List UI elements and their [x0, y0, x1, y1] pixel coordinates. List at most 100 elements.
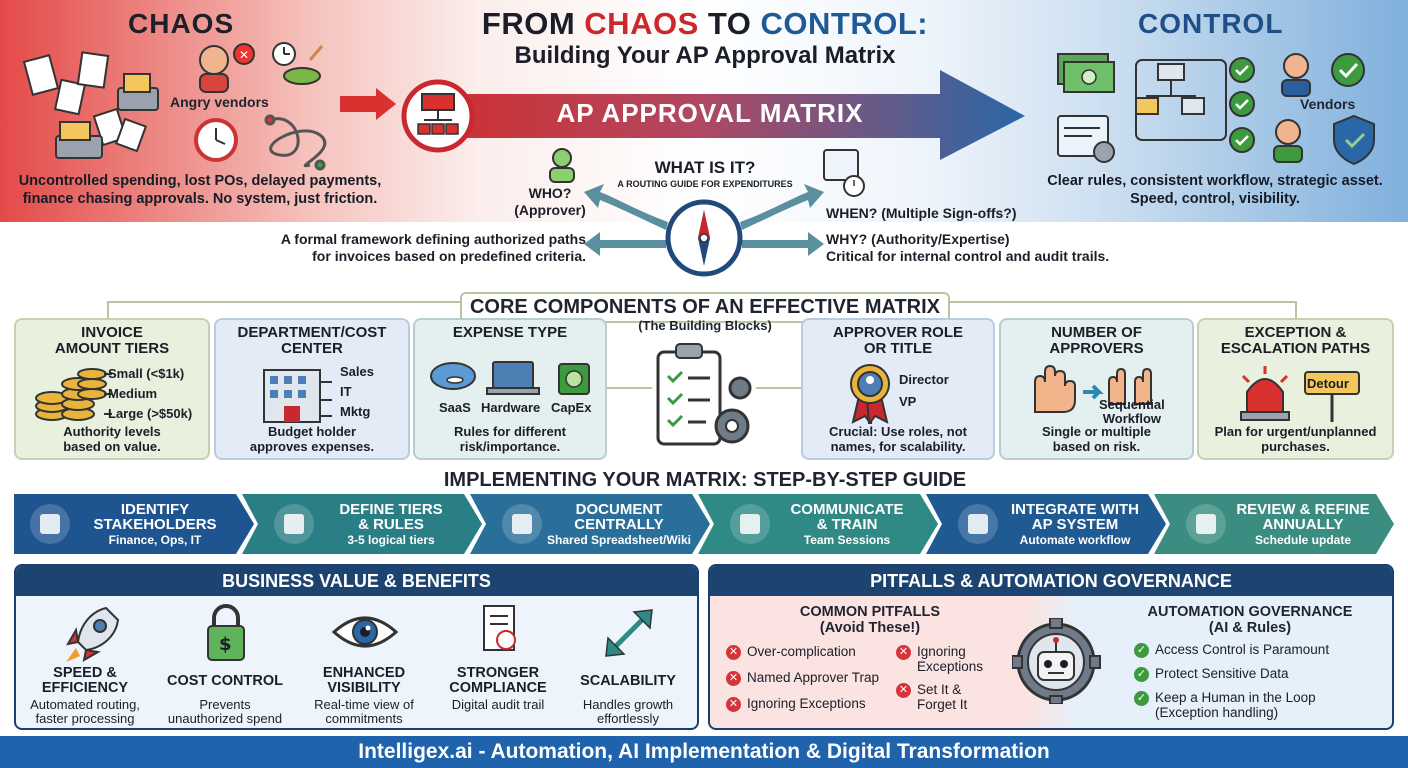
card-title: EXCEPTION &ESCALATION PATHS: [1220, 324, 1371, 357]
workflow-clock-icon: [823, 149, 865, 197]
chip-icon: [558, 363, 590, 395]
check-circle-icon: ✓: [1134, 666, 1149, 682]
expand-arrow-icon: [605, 609, 653, 657]
monitor-icon-glyph: [968, 514, 988, 534]
benefits-panel: BUSINESS VALUE & BENEFITS SPEED &EFFICIE…: [14, 564, 699, 730]
hierarchy-icon: [1135, 59, 1227, 141]
step-subtitle: Schedule update: [1254, 533, 1352, 547]
step-title: COMMUNICATE& TRAIN: [790, 501, 904, 533]
step-subtitle: Finance, Ops, IT: [108, 533, 202, 547]
audit-document-icon: [483, 605, 516, 651]
card-exception-escalation: EXCEPTION &ESCALATION PATHS Detour Plan …: [1197, 318, 1394, 460]
check-circle-icon: ✓: [1134, 690, 1149, 706]
tier-small: Small (<$1k): [108, 366, 185, 381]
vendor-person-icon: [1273, 53, 1365, 163]
x-circle-icon: ✕: [896, 682, 911, 698]
coin-stack-icon: [35, 368, 112, 421]
svg-text:$: $: [219, 634, 232, 655]
alarm-clock-icon: [194, 118, 238, 162]
robot-gear-icon: [1012, 618, 1101, 704]
pitfall-item: ✕Ignoring Exceptions: [726, 696, 866, 712]
shield-icon: [1333, 114, 1375, 166]
step-subtitle: Team Sessions: [803, 533, 891, 547]
angry-face-icon: ✕: [199, 43, 255, 93]
broken-workflow-icon: [417, 93, 459, 135]
compass-diagram: [549, 148, 865, 277]
definition-text: A formal framework defining authorized p…: [280, 231, 586, 264]
siren-detour-icon: [1240, 366, 1360, 422]
benefits-title: BUSINESS VALUE & BENEFITS: [16, 566, 697, 596]
pitfalls-title: PITFALLS & AUTOMATION GOVERNANCE: [710, 566, 1392, 596]
chaos-illustration: ✕: [22, 42, 327, 171]
tangled-wires-icon: [264, 114, 327, 171]
cloud-document-icon-glyph: [512, 514, 532, 534]
building-icon: [263, 369, 332, 423]
control-description: Clear rules, consistent workflow, strate…: [1047, 173, 1383, 207]
step-subtitle: Automate workflow: [1019, 533, 1131, 547]
dept-it: IT: [340, 384, 352, 399]
core-components-subtitle: (The Building Blocks): [638, 318, 772, 333]
padlock-icon: $: [207, 604, 245, 661]
card-title: EXPENSE TYPE: [452, 324, 568, 341]
step-subtitle: Shared Spreadsheet/Wiki: [547, 533, 691, 547]
core-components-title: CORE COMPONENTS OF AN EFFECTIVE MATRIX: [460, 292, 950, 323]
team-icon-glyph: [40, 514, 60, 534]
step-chevron: [926, 494, 1166, 554]
checklist-gears-icon: [656, 343, 752, 446]
person-icon: [549, 148, 575, 183]
what-is-it-subtitle: A ROUTING GUIDE FOR EXPENDITURES: [617, 179, 793, 189]
control-illustration: [1057, 53, 1375, 166]
benefit-speed: SPEED &EFFICIENCY Automated routing,fast…: [20, 596, 150, 728]
why-label: WHY? (Authority/Expertise) Critical for …: [826, 231, 1110, 264]
governance-item: ✓Access Control is Paramount: [1134, 642, 1329, 658]
vendors-label: Vendors: [1300, 96, 1356, 112]
role-vp: VP: [899, 394, 917, 409]
step-chevron: [1154, 494, 1394, 554]
steps-title: IMPLEMENTING YOUR MATRIX: STEP-BY-STEP G…: [443, 469, 967, 491]
step-subtitle: 3-5 logical tiers: [347, 533, 435, 547]
laptop-icon: [486, 361, 540, 395]
dept-sales: Sales: [340, 364, 374, 379]
growth-chart-icon-glyph: [284, 514, 304, 534]
megaphone-icon-glyph: [740, 514, 760, 534]
clock-icon: [272, 42, 324, 85]
cloud-database-icon: [430, 362, 476, 390]
hands-sequence-icon: [1034, 364, 1152, 413]
angry-vendors-label: Angry vendors: [170, 94, 269, 110]
eye-icon: [331, 616, 399, 648]
chaos-description: Uncontrolled spending, lost POs, delayed…: [18, 173, 382, 207]
settings-window-icon: [1057, 115, 1115, 163]
step-chevron: [698, 494, 938, 554]
expense-capex: CapEx: [551, 400, 592, 415]
tier-medium: Medium: [108, 386, 158, 401]
governance-item: ✓Keep a Human in the Loop(Exception hand…: [1134, 690, 1316, 720]
chaos-label: CHAOS: [128, 8, 235, 39]
calendar-icon-glyph: [1196, 514, 1216, 534]
step-chevron: [470, 494, 710, 554]
card-expense-type: EXPENSE TYPE SaaS Hardware CapEx Rules f…: [413, 318, 607, 460]
page-subtitle: Building Your AP Approval Matrix: [514, 42, 896, 69]
step-chevron: [14, 494, 254, 554]
